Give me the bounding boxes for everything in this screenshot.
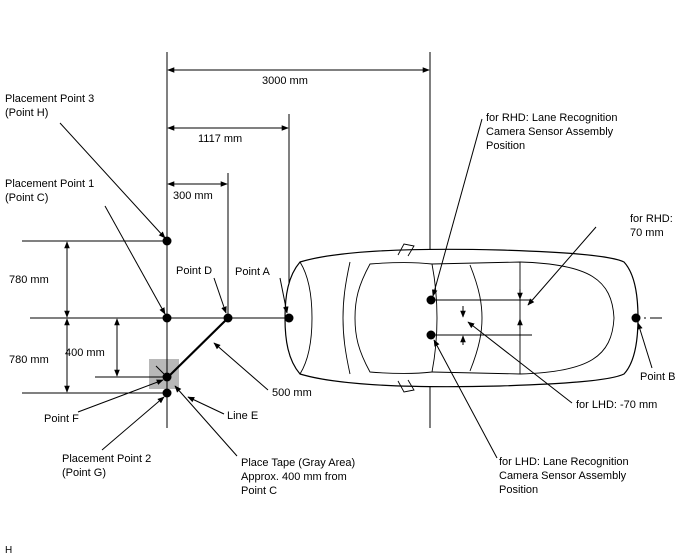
lhd-camera-label: for LHD: Lane Recognition Camera Sensor … xyxy=(499,456,632,496)
dim-300-label: 300 mm xyxy=(173,190,213,202)
leader-placement1 xyxy=(104,205,166,315)
dim-780-bottom-label: 780 mm xyxy=(9,354,49,366)
dim-1117-label: 1117 mm xyxy=(198,133,242,145)
placement3-label: Placement Point 3 (Point H) xyxy=(5,93,97,119)
placement2-label: Placement Point 2 (Point G) xyxy=(62,453,154,479)
pointF-label: Point F xyxy=(44,413,79,425)
leader-rhd-camera xyxy=(431,118,483,297)
point-g xyxy=(162,388,172,398)
leader-placement2 xyxy=(101,396,165,451)
leader-lhd-offset xyxy=(467,321,573,404)
lineE-label: Line E xyxy=(227,410,258,422)
leader-pointB xyxy=(637,322,653,369)
leader-pointF xyxy=(77,379,164,413)
placement1-label: Placement Point 1 (Point C) xyxy=(5,178,97,204)
leader-pointD xyxy=(213,277,227,314)
leader-placement3 xyxy=(59,122,166,239)
point-b xyxy=(631,313,641,323)
point-c xyxy=(162,313,172,323)
leader-rhd-offset xyxy=(527,226,597,306)
pointD-label: Point D xyxy=(176,265,212,277)
point-d xyxy=(223,313,233,323)
dim-3000-label: 3000 mm xyxy=(262,75,308,87)
leader-tape xyxy=(174,385,238,457)
pointA-label: Point A xyxy=(235,266,271,278)
dim-500-label: 500 mm xyxy=(272,387,312,399)
pointB-label: Point B xyxy=(640,371,675,383)
line-e xyxy=(166,317,229,379)
dim-400-label: 400 mm xyxy=(65,347,105,359)
rhd-camera-label: for RHD: Lane Recognition Camera Sensor … xyxy=(486,112,621,152)
leader-pointA xyxy=(279,277,289,314)
point-a xyxy=(284,313,294,323)
leader-lhd-camera xyxy=(433,339,498,459)
rhd-offset-label: for RHD: 70 mm xyxy=(630,213,676,239)
leader-lineE xyxy=(187,396,225,415)
leader-500 xyxy=(213,342,269,391)
lhd-camera-point xyxy=(426,330,436,340)
point-f xyxy=(162,372,172,382)
tape-label: Place Tape (Gray Area) Approx. 400 mm fr… xyxy=(241,457,358,497)
vehicle-top-view xyxy=(284,243,639,393)
point-h xyxy=(162,236,172,246)
lhd-offset-label: for LHD: -70 mm xyxy=(576,399,657,411)
footer-code: H xyxy=(5,545,12,556)
dim-780-top-label: 780 mm xyxy=(9,274,49,286)
rhd-camera-point xyxy=(426,295,436,305)
